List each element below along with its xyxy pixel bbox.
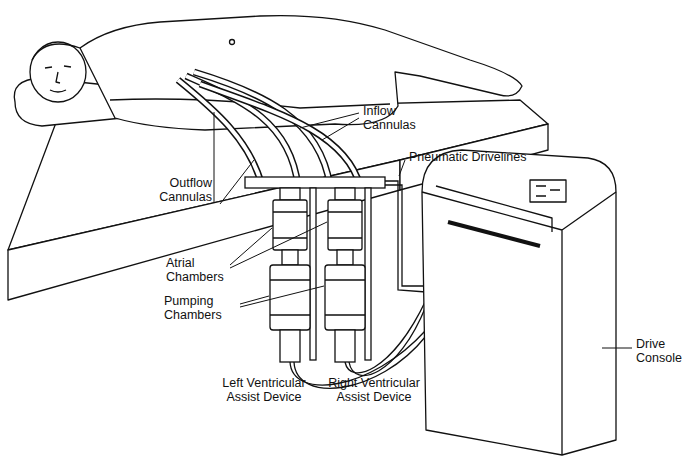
connector — [282, 250, 298, 265]
atrial-chamber — [328, 200, 362, 250]
outflow-cannula — [200, 84, 360, 186]
part-label: Outflow Cannulas — [150, 176, 212, 205]
display-marks — [536, 186, 560, 196]
pneumatic-driveline — [385, 185, 426, 286]
console-bar — [448, 222, 540, 246]
pneumatic-driveline — [385, 181, 426, 292]
console-display — [530, 180, 566, 202]
part-label: Pneumatic Drivelines — [409, 150, 559, 164]
chamber-band — [325, 280, 365, 315]
leader-line — [240, 296, 269, 304]
outflow-cannula — [200, 84, 360, 186]
part-label: Atrial Chambers — [166, 256, 232, 285]
chamber-band — [328, 212, 362, 238]
nipple — [230, 40, 235, 45]
cap — [32, 44, 80, 60]
part-label: Pumping Chambers — [164, 294, 238, 323]
cannulas — [178, 72, 360, 186]
leader-line — [230, 228, 272, 265]
leader-line — [240, 286, 324, 307]
body — [80, 16, 522, 130]
return-tube — [365, 188, 371, 360]
connector — [337, 250, 353, 265]
part-label: Drive Console — [636, 337, 694, 366]
console-edge — [422, 192, 616, 455]
console-body — [422, 150, 616, 455]
leader-line — [322, 118, 359, 140]
leader-line — [220, 160, 254, 204]
driveline-port — [280, 330, 300, 362]
leader-line — [230, 222, 327, 268]
pumping-chamber — [325, 265, 365, 330]
connector — [335, 188, 355, 200]
leader-line — [399, 160, 405, 176]
leader-line — [602, 348, 632, 349]
leader-line — [300, 113, 359, 128]
connector — [280, 188, 300, 200]
part-label: Left Ventricular Assist Device — [210, 376, 318, 405]
part-label: Right Ventricular Assist Device — [318, 376, 430, 405]
return-tube — [310, 188, 316, 360]
part-label: Inflow Cannulas — [363, 104, 425, 133]
lvad-column — [270, 188, 316, 362]
face — [45, 66, 71, 92]
driveline-port — [335, 330, 355, 362]
manifold-plate — [245, 177, 385, 188]
rvad-column — [325, 188, 371, 362]
leader-line — [214, 112, 215, 203]
drive-console — [422, 150, 616, 455]
atrial-chamber — [273, 200, 307, 250]
head — [30, 42, 86, 102]
assist-devices — [245, 177, 385, 362]
leader-lines — [214, 112, 632, 348]
